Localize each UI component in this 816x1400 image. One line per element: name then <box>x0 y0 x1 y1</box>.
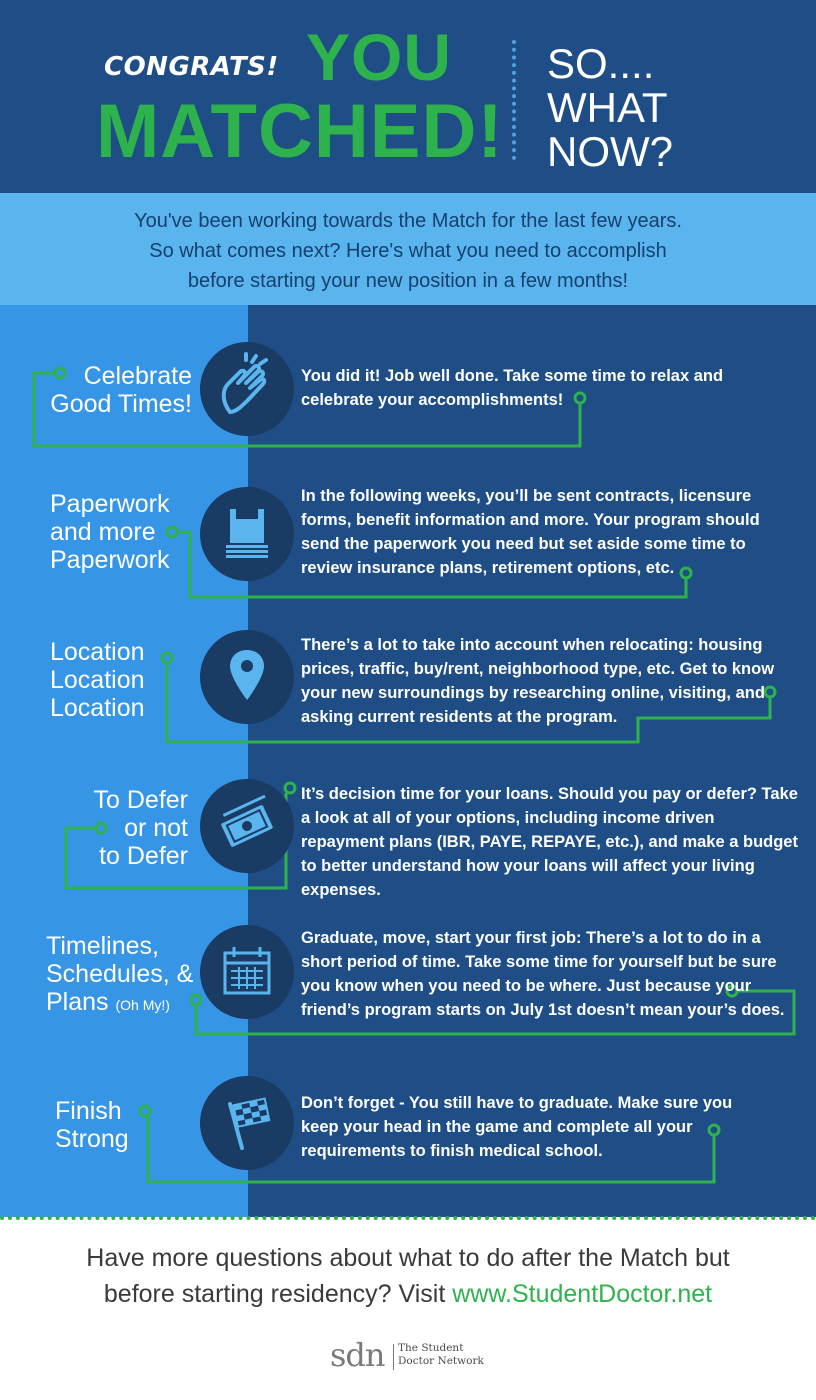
sdn-logo-mark: sdn <box>330 1336 386 1374</box>
step-finish-title: Finish Strong <box>55 1097 129 1153</box>
congrats-text: CONGRATS! <box>104 52 279 82</box>
header-banner: CONGRATS! YOU MATCHED! SO.... WHAT NOW? <box>0 0 816 193</box>
logo-divider <box>393 1344 394 1370</box>
step-location-title: Location Location Location <box>50 638 145 722</box>
step-defer-description: It’s decision time for your loans. Shoul… <box>301 785 798 899</box>
step-timelines-description: Graduate, move, start your first job: Th… <box>301 929 785 1019</box>
money-icon <box>200 779 294 873</box>
you-text: YOU <box>306 20 453 94</box>
sdn-logo-name: The Student Doctor Network <box>398 1342 484 1367</box>
header-divider <box>512 40 516 160</box>
so-what-now-text: SO.... WHAT NOW? <box>547 40 673 175</box>
step-location-description: There’s a lot to take into account when … <box>301 636 775 726</box>
map-pin-icon <box>200 630 294 724</box>
paper-stack-icon <box>200 487 294 581</box>
footer-divider <box>0 1216 816 1220</box>
checkered-flag-icon <box>200 1076 294 1170</box>
step-paperwork-description: In the following weeks, you’ll be sent c… <box>301 487 760 577</box>
step-timelines-title: Timelines, Schedules, & Plans (Oh My!) <box>46 932 194 1016</box>
step-finish-description: Don’t forget - You still have to graduat… <box>301 1094 733 1160</box>
clapping-hands-icon <box>200 342 294 436</box>
intro-text: You've been working towards the Match fo… <box>134 210 682 292</box>
matched-text: MATCHED! <box>96 89 504 174</box>
student-doctor-link[interactable]: www.StudentDoctor.net <box>452 1280 713 1308</box>
footer-text: Have more questions about what to do aft… <box>86 1244 730 1308</box>
step-paperwork-title: Paperwork and more Paperwork <box>50 490 170 574</box>
intro-band: You've been working towards the Match fo… <box>0 193 816 305</box>
calendar-icon <box>200 925 294 1019</box>
step-celebrate-title: Celebrate Good Times! <box>50 362 192 418</box>
step-celebrate-description: You did it! Job well done. Take some tim… <box>301 367 724 409</box>
step-defer-title: To Defer or not to Defer <box>93 786 188 870</box>
right-column <box>248 305 816 1217</box>
left-column <box>0 305 248 1217</box>
